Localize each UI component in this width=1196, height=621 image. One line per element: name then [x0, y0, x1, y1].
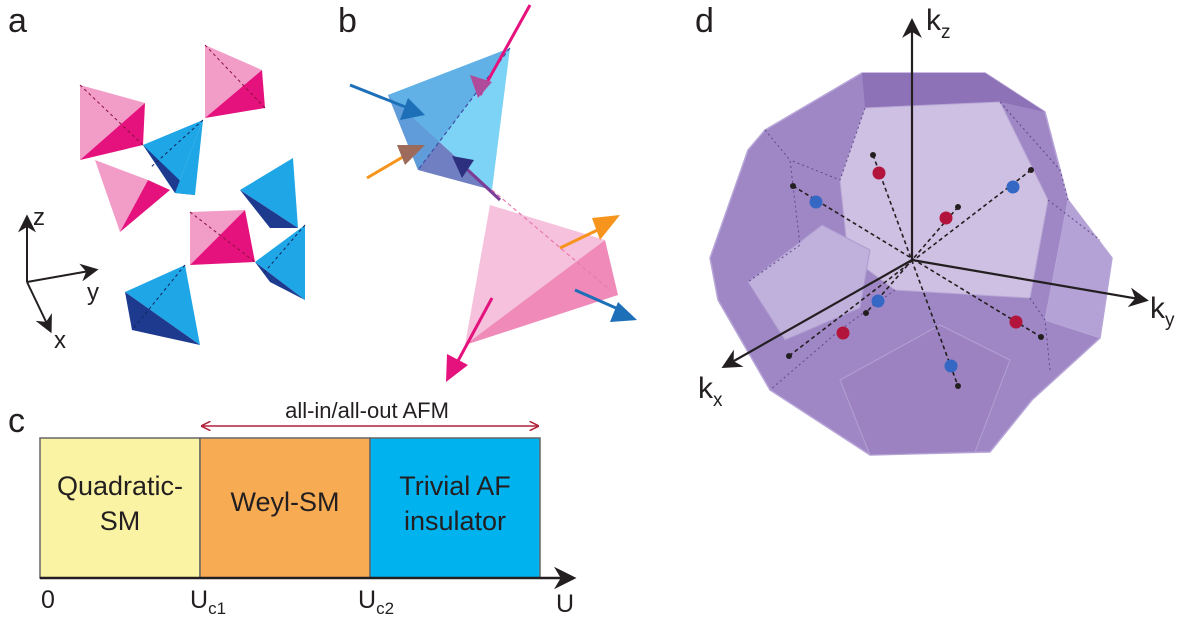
- tetrahedron-pink: [95, 160, 170, 232]
- phase-label-trivial-line1: Trivial AF: [399, 471, 511, 501]
- weyl-point-blue: [871, 294, 885, 308]
- phase-label-trivial-line2: insulator: [404, 506, 506, 536]
- panel-label-d: d: [695, 2, 714, 40]
- phase-region-trivial-af-insulator: [369, 437, 541, 579]
- panel-a-tetrahedra: [79, 44, 306, 345]
- tetrahedron-blue: [143, 119, 204, 195]
- axis-label-z: z: [33, 204, 45, 231]
- afm-range-label: all-in/all-out AFM: [285, 398, 449, 423]
- weyl-point-red: [1009, 315, 1023, 329]
- tetrahedron-pink: [204, 44, 266, 118]
- phase-region-weyl-sm: [199, 437, 371, 579]
- tetrahedron-pink: [189, 210, 256, 265]
- panel-label-c: c: [8, 402, 25, 440]
- tetrahedron-pink: [79, 84, 145, 160]
- tetrahedron-blue: [240, 158, 298, 228]
- tetrahedron-pink-large: [465, 205, 618, 345]
- tetrahedron-blue-large: [388, 48, 510, 190]
- spin-arrows: [349, 4, 637, 382]
- axis-label-kx: kx: [698, 372, 723, 411]
- k-axes: kz ky kx: [698, 4, 1175, 411]
- axis-label-y: y: [87, 279, 99, 306]
- weyl-point-red: [939, 211, 953, 225]
- weyl-point-red: [836, 326, 850, 340]
- bz-back-face: [839, 101, 1049, 299]
- phase-label-weyl: Weyl-SM: [230, 487, 339, 517]
- tetrahedron-blue: [125, 264, 200, 345]
- tetrahedron-blue: [255, 224, 306, 300]
- weyl-point-blue: [1006, 180, 1020, 194]
- panel-label-b: b: [338, 2, 357, 40]
- panel-b-tetrahedra: [349, 4, 637, 382]
- weyl-point-blue: [944, 359, 958, 373]
- phase-label-quadratic-line2: SM: [100, 506, 141, 536]
- axis-label-x: x: [54, 327, 66, 354]
- tick-zero: 0: [41, 586, 55, 614]
- phase-label-quadratic-line1: Quadratic-: [57, 471, 183, 501]
- axis-label-ky: ky: [1150, 292, 1175, 331]
- phase-region-quadratic-sm: [39, 437, 201, 579]
- brillouin-zone: [709, 72, 1113, 456]
- phase-diagram: Quadratic- SM Weyl-SM Trivial AF insulat…: [39, 398, 577, 618]
- weyl-points: [786, 152, 1044, 389]
- tick-uc2: Uc2: [358, 586, 394, 618]
- weyl-point-red: [872, 166, 886, 180]
- panel-a-axes: z y x: [18, 204, 99, 354]
- panel-label-a: a: [8, 2, 27, 40]
- axis-label-kz: kz: [926, 4, 951, 43]
- axis-label-u: U: [556, 590, 574, 618]
- weyl-point-blue: [809, 195, 823, 209]
- tick-uc1: Uc1: [190, 586, 226, 618]
